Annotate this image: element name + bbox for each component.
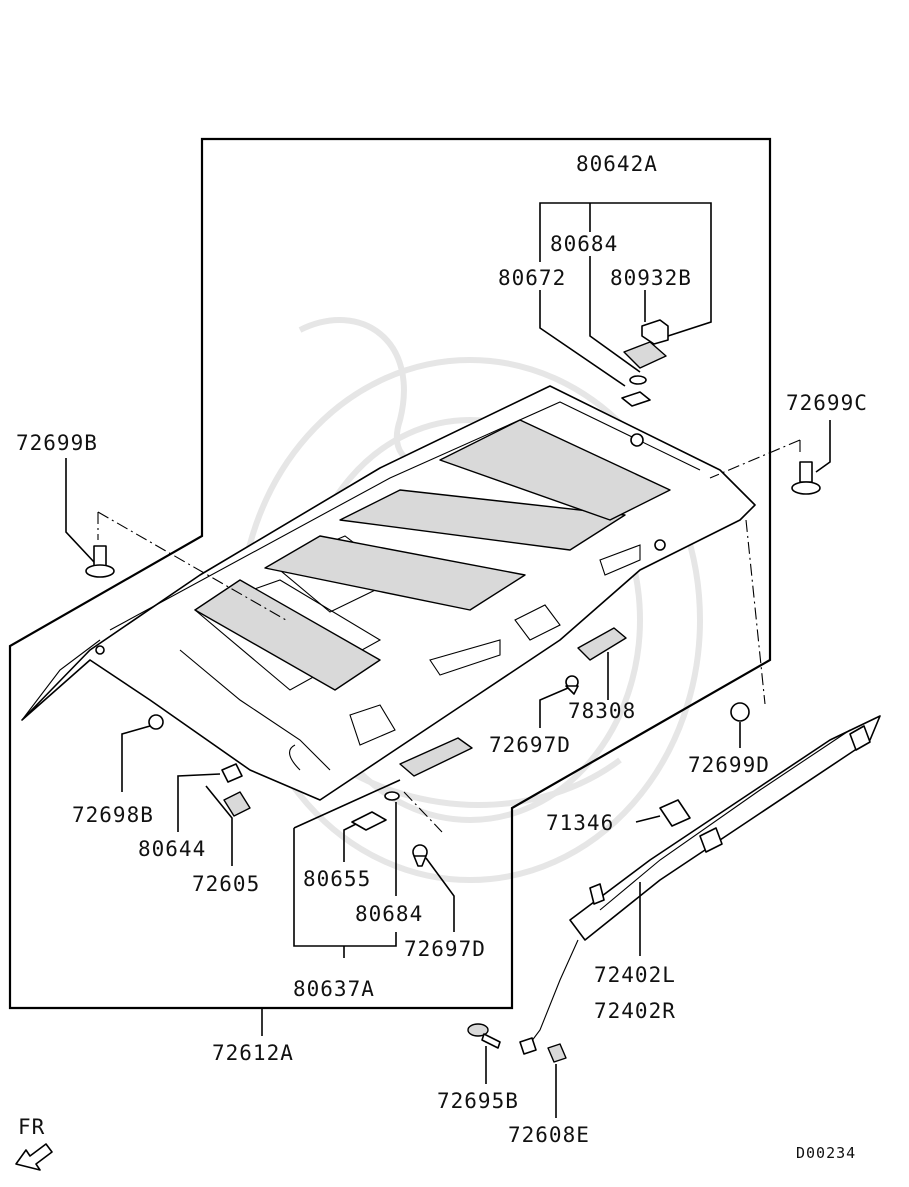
leader-72699C (815, 420, 831, 473)
drawing-code: D00234 (796, 1144, 856, 1162)
part-72608E-cap (519, 1037, 537, 1055)
callout-72605: 72605 (192, 872, 260, 896)
callout-72697D-right: 72697D (489, 733, 571, 757)
part-72698B (148, 714, 164, 730)
callout-80672: 80672 (498, 266, 566, 290)
callout-72697D-bottom: 72697D (404, 937, 486, 961)
part-80655 (351, 811, 387, 831)
callout-80655: 80655 (303, 867, 371, 891)
part-78308 (577, 627, 627, 661)
part-80637A-lamp (399, 737, 473, 777)
leader-72697D-bottom (425, 857, 455, 932)
part-72608E (547, 1043, 567, 1063)
callout-72699D: 72699D (688, 753, 770, 777)
front-direction-arrow-icon (15, 1143, 53, 1171)
watermark-emblem (237, 317, 703, 883)
part-80684-top (623, 341, 667, 369)
callout-72402L: 72402L (594, 963, 676, 987)
leader-72605 (205, 785, 233, 866)
part-72699B (85, 545, 115, 578)
main-assembly-frame (8, 137, 772, 1010)
bracket-80637A (293, 779, 401, 958)
callout-80684-top: 80684 (550, 232, 618, 256)
callout-72695B: 72695B (437, 1089, 519, 1113)
callout-72699C: 72699C (786, 391, 868, 415)
part-72402 (527, 715, 881, 1047)
bracket-80642A (539, 202, 712, 337)
part-80684-bottom (384, 791, 400, 801)
leader-80644 (177, 773, 221, 832)
callout-72402R: 72402R (594, 999, 676, 1023)
leader-72699B (65, 458, 95, 563)
part-80932B (641, 319, 669, 345)
callout-80637A: 80637A (293, 977, 375, 1001)
dash-72699D (745, 519, 766, 705)
leader-72698B (121, 725, 151, 792)
leader-80655 (343, 823, 357, 862)
callout-80642A: 80642A (576, 152, 658, 176)
front-direction-label: FR (18, 1115, 45, 1139)
part-80644 (221, 763, 243, 783)
callout-72608E: 72608E (508, 1123, 590, 1147)
callout-80644: 80644 (138, 837, 206, 861)
callout-71346: 71346 (546, 811, 614, 835)
part-72605 (223, 791, 251, 817)
leader-80672 (539, 290, 626, 387)
part-72699D (730, 702, 750, 722)
dash-72699C (709, 439, 801, 479)
callout-78308: 78308 (568, 699, 636, 723)
part-80672 (629, 375, 647, 385)
leader-71346 (635, 815, 661, 823)
callout-80932B: 80932B (610, 266, 692, 290)
headliner-panel (21, 385, 756, 801)
part-72697D-right (565, 675, 579, 695)
part-72697D-bottom (412, 844, 428, 867)
leader-72697D-right (539, 687, 569, 728)
part-71346 (659, 799, 691, 827)
dash-80637A (403, 791, 443, 833)
part-72695B (467, 1023, 501, 1049)
callout-80684-bottom: 80684 (355, 902, 423, 926)
callout-72698B: 72698B (72, 803, 154, 827)
leader-80684-top (589, 256, 641, 373)
callout-72612A: 72612A (212, 1041, 294, 1065)
part-80642A-lamp (621, 391, 651, 407)
callout-72699B: 72699B (16, 431, 98, 455)
dash-72699B (97, 511, 287, 621)
part-72699C (791, 461, 821, 495)
